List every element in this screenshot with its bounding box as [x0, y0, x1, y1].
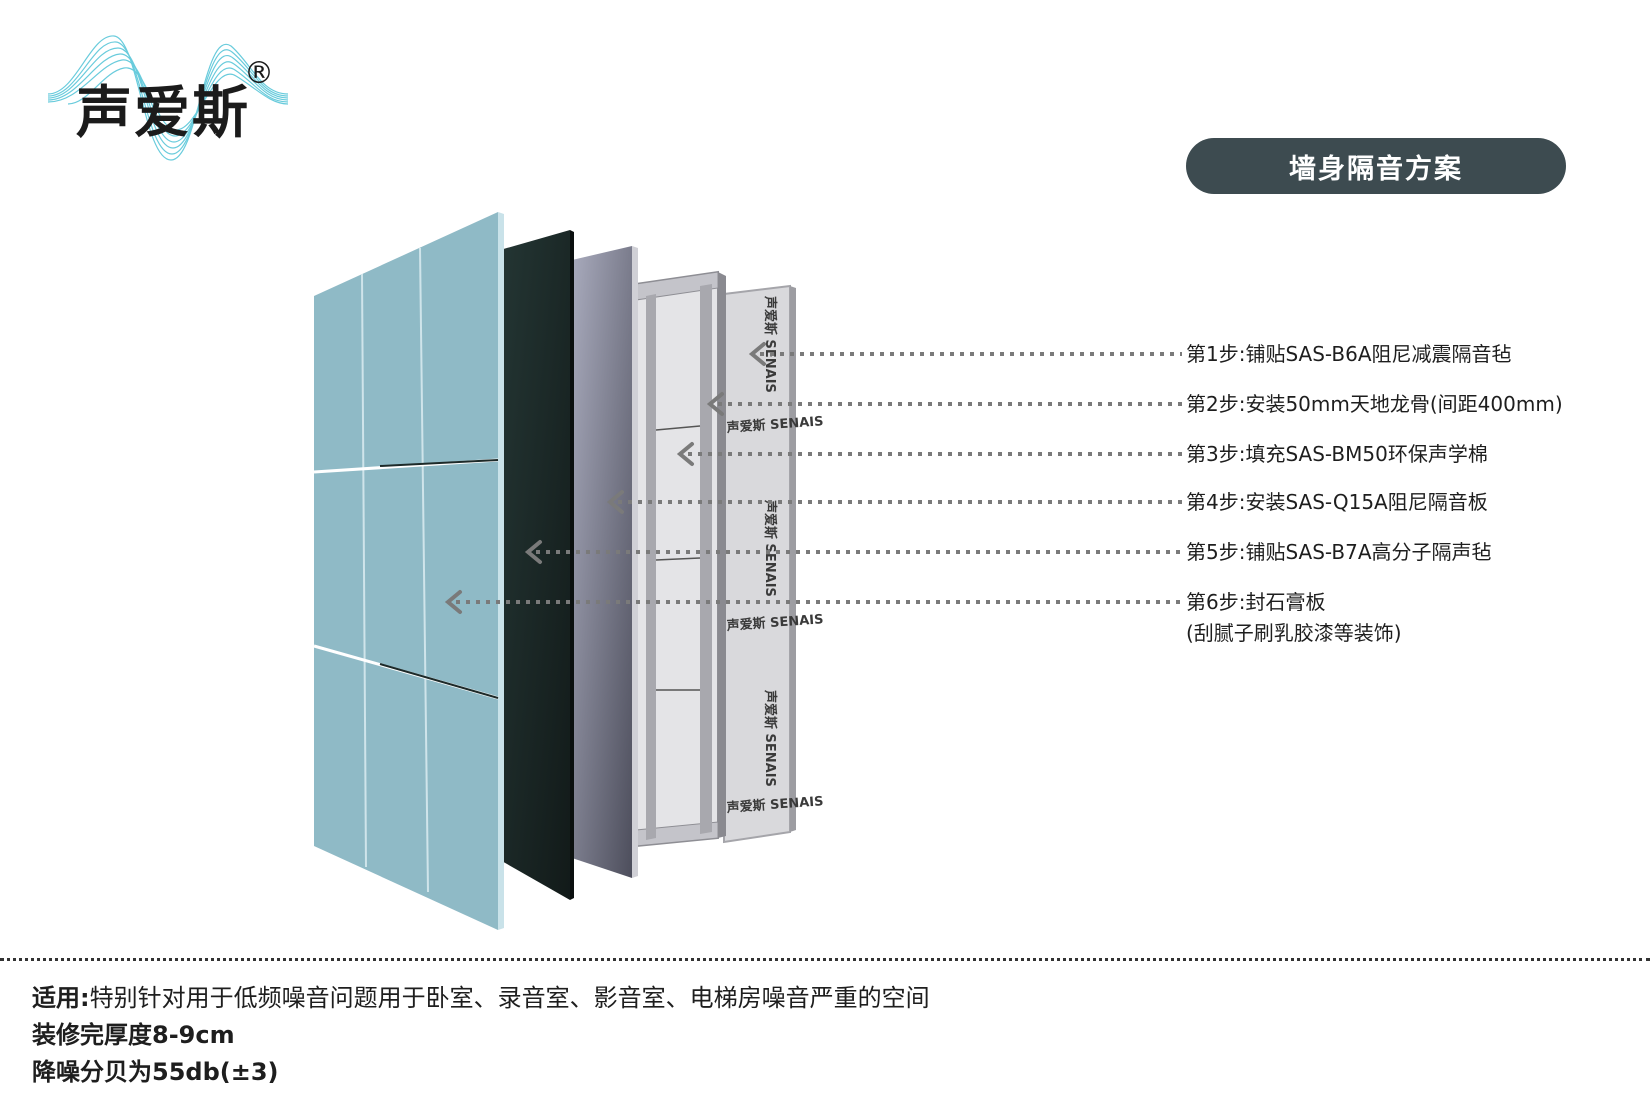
- layer-acoustic-felt-panel: 声爱斯 SENAIS 声爱斯 SENAIS 声爱斯 SENAIS 声爱斯 SEN…: [723, 284, 824, 844]
- brand-logo: 声爱斯 ®: [48, 28, 288, 168]
- layer-stud-frame: [635, 270, 726, 848]
- sound-wave-icon: [48, 35, 288, 161]
- step-label-6: 第6步:封石膏板: [1186, 590, 1326, 614]
- step-label-5: 第5步:铺贴SAS-B7A高分子隔声毡: [1186, 540, 1492, 564]
- step-label-2: 第2步:安装50mm天地龙骨(间距400mm): [1186, 392, 1563, 416]
- step-label-4: 第4步:安装SAS-Q15A阻尼隔音板: [1186, 490, 1488, 514]
- step-arrows: [456, 352, 1182, 604]
- layer-damping-felt: [500, 230, 574, 900]
- thickness-text: 装修完厚度8-9cm: [32, 1021, 235, 1049]
- panel-brand-text: 声爱斯 SENAIS: [725, 611, 824, 634]
- page-title: 墙身隔音方案: [1186, 138, 1566, 194]
- panel-brand-text: 声爱斯 SENAIS: [762, 295, 778, 393]
- layer-damping-board: [572, 246, 638, 878]
- thickness-note: 装修完厚度8-9cm: [32, 1017, 235, 1053]
- panel-brand-text: 声爱斯 SENAIS: [725, 793, 824, 816]
- registered-mark: ®: [244, 56, 274, 91]
- step-label-1: 第1步:铺贴SAS-B6A阻尼减震隔音毡: [1186, 342, 1512, 366]
- dotted-divider: [0, 958, 1650, 961]
- step-label-6-sub: (刮腻子刷乳胶漆等装饰): [1186, 621, 1402, 645]
- usage-text: 特别针对用于低频噪音问题用于卧室、录音室、影音室、电梯房噪音严重的空间: [89, 984, 930, 1012]
- noise-note: 降噪分贝为55db(±3): [32, 1054, 279, 1090]
- panel-brand-text: 声爱斯 SENAIS: [762, 499, 778, 597]
- usage-label: 适用:: [32, 984, 90, 1012]
- panel-brand-text: 声爱斯 SENAIS: [762, 689, 778, 787]
- panel-brand-text: 声爱斯 SENAIS: [725, 413, 824, 436]
- noise-text: 降噪分贝为55db(±3): [32, 1058, 279, 1086]
- usage-note: 适用:特别针对用于低频噪音问题用于卧室、录音室、影音室、电梯房噪音严重的空间: [32, 980, 930, 1016]
- logo-text: 声爱斯: [76, 80, 250, 146]
- layer-tiled-finish: [313, 212, 504, 930]
- arrow-heads: [444, 342, 766, 614]
- step-label-3: 第3步:填充SAS-BM50环保声学棉: [1186, 442, 1488, 466]
